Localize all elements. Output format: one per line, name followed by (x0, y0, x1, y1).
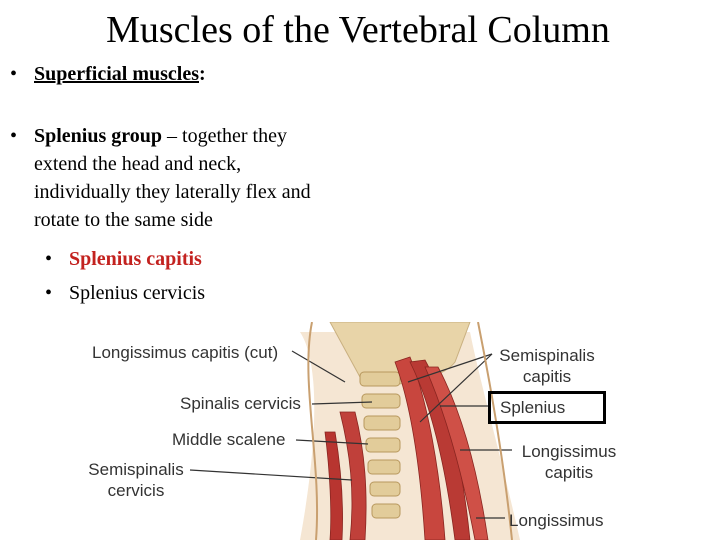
splenius-capitis-text: Splenius capitis (69, 248, 202, 270)
neck-outline (477, 322, 513, 540)
bullet-marker: • (10, 125, 18, 147)
leader-lines (189, 350, 512, 519)
superficial-muscles-label: Superficial muscles (34, 63, 199, 85)
label-spinalis-cervicis: Spinalis cervicis (180, 394, 301, 413)
bullet-line: rotate to the same side (34, 209, 213, 231)
neck-outline (307, 322, 319, 540)
splenius-cervicis-text: Splenius cervicis (69, 282, 206, 304)
muscle-bands-right (394, 356, 489, 540)
splenius-highlight-box (488, 391, 606, 424)
label-longissimus-capitis: Longissimus capitis (521, 442, 617, 482)
bullet-marker: • (45, 282, 53, 304)
vertebrae (359, 371, 401, 519)
label-middle-scalene: Middle scalene (172, 430, 286, 449)
label-longissimus-capitis-cut: Longissimus capitis (cut) (92, 343, 279, 362)
slide-title: Muscles of the Vertebral Column (106, 9, 610, 51)
splenius-group-label: Splenius group (34, 125, 163, 147)
label-semispinalis-cervicis: Semispinalis cervicis (88, 460, 184, 500)
bullet-marker: • (45, 248, 53, 270)
label-longissimus: Longissimus (509, 511, 604, 530)
label-splenius: Splenius (500, 398, 566, 417)
bullet-marker: • (10, 63, 18, 85)
neck-muscles-illustration: Longissimus capitis (cut) Spinalis cervi… (0, 322, 720, 540)
label-semispinalis-capitis: Semispinalis capitis (499, 346, 595, 386)
bullet-line: extend the head and neck, (34, 153, 242, 175)
bullet-line: individually they laterally flex and (34, 181, 311, 203)
anatomy-drawing (189, 322, 520, 540)
